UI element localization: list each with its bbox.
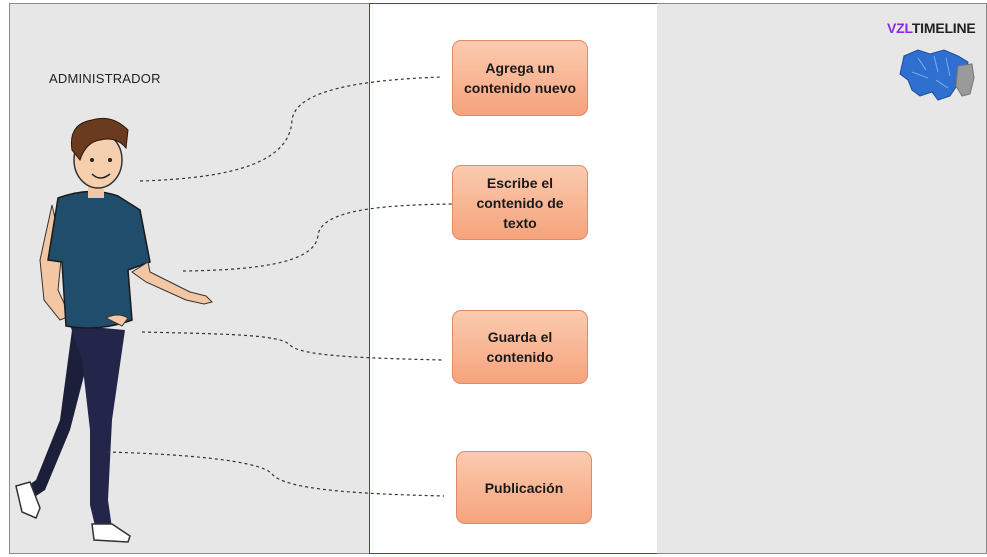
step-write-content: Escribe el contenido de texto [452, 165, 588, 240]
step-label: Publicación [484, 479, 564, 496]
brand-logo: VZLTIMELINE [887, 20, 976, 36]
system-lane [657, 3, 987, 554]
connector-1 [139, 76, 443, 182]
actor-label: ADMINISTRADOR [49, 71, 161, 86]
connector-2 [182, 203, 453, 272]
logo-suffix: TIMELINE [911, 20, 976, 36]
connector-4 [106, 451, 445, 497]
step-label: Escribe el contenido de texto [476, 174, 564, 231]
logo-prefix: VZL [887, 20, 912, 36]
step-add-content: Agrega un contenido nuevo [452, 40, 588, 116]
step-publish: Publicación [456, 451, 592, 524]
step-save-content: Guarda el contenido [452, 310, 588, 384]
step-label: Agrega un contenido nuevo [464, 60, 576, 96]
connector-3 [141, 331, 443, 361]
step-label: Guarda el contenido [486, 329, 554, 365]
